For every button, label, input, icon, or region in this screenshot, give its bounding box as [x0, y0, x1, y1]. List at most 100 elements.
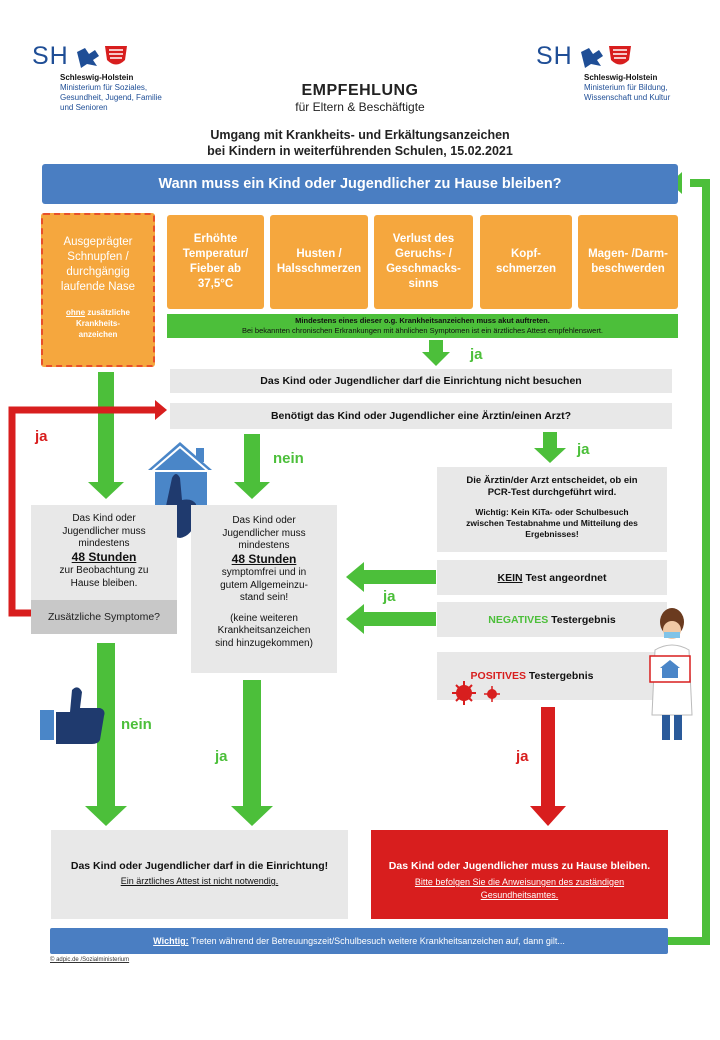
snuffle-note-line: zusätzliche: [87, 308, 131, 317]
main-question-bar: Wann muss ein Kind oder Jugendlicher zu …: [42, 164, 678, 204]
observe-hours: 48 Stunden: [71, 549, 137, 564]
symptom-line: beschwerden: [591, 263, 665, 275]
symptomfree-line: stand sein!: [239, 592, 289, 603]
arrow-nein-2: [97, 643, 115, 807]
symptomfree-line: mindestens: [238, 540, 290, 551]
snuffle-line: Schnupfen /: [67, 251, 129, 263]
no-test-rest: Test angeordnet: [522, 571, 607, 584]
logo-left-line: Ministerium für Soziales,: [60, 83, 148, 92]
logo-left-org: Schleswig-Holstein: [60, 73, 134, 82]
symptomfree-note: Krankheitsanzeichen: [217, 625, 311, 636]
snuffle-note-line: anzeichen: [78, 330, 118, 339]
result-home-sub: Gesundheitsamtes.: [480, 890, 559, 900]
snuffle-note-line: Krankheits-: [75, 319, 120, 328]
arrow-snuffle-down: [98, 372, 114, 482]
result-allowed-box: Das Kind oder Jugendlicher darf in die E…: [51, 830, 348, 919]
observe-line: Jugendlicher muss: [62, 525, 146, 537]
snuffle-note-ohne: ohne: [65, 308, 86, 317]
logo-left: SH Schleswig-Holstein Ministerium für So…: [32, 42, 182, 113]
symptom-line: Verlust des: [392, 233, 455, 245]
snuffle-line: durchgängig: [66, 266, 130, 278]
arrow-kein-left-head: [346, 562, 364, 592]
coat-of-arms-icon: [580, 45, 631, 68]
doctor-decides-warn: zwischen Testabnahme und Mitteilung des: [466, 518, 638, 528]
logo-left-mark: SH: [32, 42, 69, 70]
symptomfree-line: Jugendlicher muss: [222, 527, 306, 539]
arrow-nein-1-head: [234, 482, 270, 499]
label-ja: ja: [215, 748, 228, 765]
symptom-note-bold: Mindestens eines dieser o.g. Krankheitsa…: [295, 316, 550, 325]
arrow-ja-1: [429, 340, 443, 352]
symptom-line: Geruchs- /: [395, 248, 452, 260]
no-test-box: KEIN Test angeordnet: [437, 560, 667, 595]
doctor-question-text: Benötigt das Kind oder Jugendlicher eine…: [270, 410, 572, 422]
label-nein: nein: [273, 450, 304, 467]
symptom-cough: Husten /Halsschmerzen: [270, 215, 368, 309]
doctor-decides-box: Die Ärztin/der Arzt entscheidet, ob ein …: [437, 467, 667, 552]
arrow-snuffle-head: [88, 482, 124, 499]
symptom-note-strip: Mindestens eines dieser o.g. Krankheitsa…: [167, 314, 678, 338]
symptom-line: Kopf-: [510, 248, 541, 260]
coat-of-arms-icon: [76, 45, 127, 68]
label-ja-red: ja: [516, 748, 529, 765]
arrow-kein-left-shaft: [362, 570, 436, 584]
snuffle-box: Ausgeprägter Schnupfen / durchgängig lau…: [41, 213, 155, 367]
symptom-note-normal: Bei bekannten chronischen Erkrankungen m…: [241, 326, 604, 335]
arrow-nein-2-head: [85, 806, 127, 826]
main-question-text: Wann muss ein Kind oder Jugendlicher zu …: [158, 176, 562, 192]
symptom-line: Halsschmerzen: [276, 263, 362, 275]
additional-symptoms-box: Zusätzliche Symptome?: [31, 600, 177, 634]
symptom-line: Temperatur/: [182, 248, 249, 260]
not-visit-text: Das Kind oder Jugendlicher darf die Einr…: [260, 375, 582, 387]
loop-connector-green: [668, 179, 710, 945]
credit-text: © adpic.de /Sozialministerium: [50, 957, 130, 963]
observe-line: Das Kind oder: [72, 513, 136, 524]
doctor-decides-warn: Ergebnisses!: [525, 529, 579, 539]
observe-box: Das Kind oder Jugendlicher muss mindeste…: [31, 505, 177, 600]
loop-connector-red: [8, 406, 155, 617]
symptom-line: sinns: [408, 278, 439, 290]
arrow-nein-1: [244, 434, 260, 482]
symptomfree-box: Das Kind oder Jugendlicher muss mindeste…: [191, 505, 337, 673]
snuffle-line: laufende Nase: [60, 281, 136, 293]
observe-line: Hause bleiben.: [70, 577, 138, 589]
doctor-decides-warn: Wichtig: Kein KiTa- oder Schulbesuch: [475, 507, 629, 517]
result-allowed-main: Das Kind oder Jugendlicher darf in die E…: [70, 860, 329, 872]
symptom-line: schmerzen: [495, 263, 557, 275]
loop-red-head: [155, 400, 167, 420]
no-test-emph: KEIN: [497, 571, 523, 584]
symptomfree-note: sind hinzugekommen): [215, 637, 313, 649]
symptom-line: Fieber ab: [189, 263, 242, 275]
negative-emph: NEGATIVES: [488, 613, 549, 626]
symptomfree-line: symptomfrei und in: [221, 567, 307, 578]
page-title: EMPFEHLUNG: [301, 82, 419, 99]
symptom-line: Magen- /Darm-: [588, 248, 668, 260]
arrow-ja-2-head: [534, 448, 566, 463]
observe-line: mindestens: [78, 538, 130, 549]
result-allowed-sub: Ein ärztliches Attest ist nicht notwendi…: [120, 876, 279, 886]
not-visit-bar: Das Kind oder Jugendlicher darf die Einr…: [170, 369, 672, 393]
topic-line-2: bei Kindern in weiterführenden Schulen, …: [207, 144, 513, 158]
label-nein: nein: [121, 716, 152, 733]
logo-right: SH Schleswig-Holstein Ministerium für Bi…: [536, 42, 686, 103]
label-ja-red: ja: [35, 428, 48, 445]
additional-symptoms-text: Zusätzliche Symptome?: [47, 611, 161, 623]
logo-left-line: und Senioren: [60, 103, 108, 112]
symptomfree-line: Das Kind oder: [232, 515, 296, 526]
result-home-sub: Bitte befolgen Sie die Anweisungen des z…: [414, 877, 625, 887]
arrow-neg-left-shaft: [362, 612, 436, 626]
logo-left-line: Gesundheit, Jugend, Familie: [60, 93, 162, 102]
doctor-decides-line: Die Ärztin/der Arzt entscheidet, ob ein: [466, 475, 638, 486]
symptomfree-hours: 48 Stunden: [231, 551, 297, 566]
logo-right-mark: SH: [536, 42, 573, 70]
label-ja: ja: [383, 588, 396, 605]
page-subtitle: für Eltern & Beschäftigte: [295, 100, 425, 114]
arrow-ja-3-head: [231, 806, 273, 826]
footer-rest: Treten während der Betreuungszeit/Schulb…: [188, 936, 565, 946]
symptom-stomach: Magen- /Darm-beschwerden: [578, 215, 678, 309]
symptomfree-line: gutem Allgemeinzu-: [220, 579, 308, 591]
